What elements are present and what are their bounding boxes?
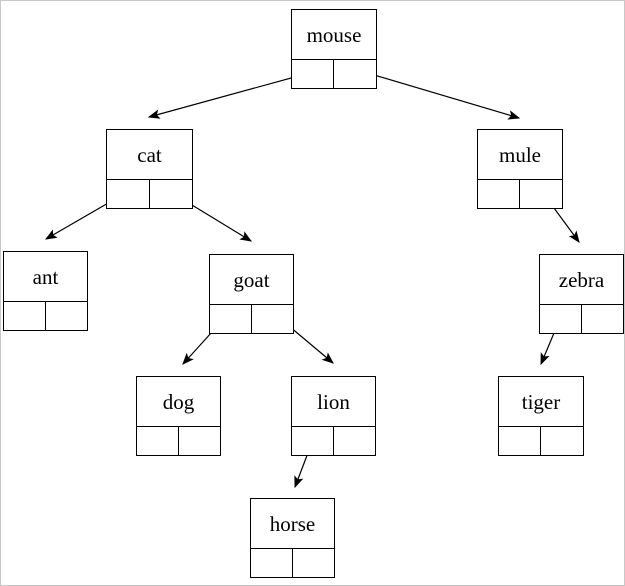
left-pointer-cell-mule[interactable]: [478, 180, 520, 209]
right-pointer-cell-dog[interactable]: [179, 427, 221, 456]
tree-node-pointers-mouse: [292, 60, 376, 89]
tree-node-label-mule: mule: [478, 130, 562, 180]
right-pointer-cell-mule[interactable]: [520, 180, 562, 209]
right-pointer-cell-zebra[interactable]: [582, 305, 624, 334]
tree-node-label-zebra: zebra: [540, 255, 623, 305]
tree-node-label-lion: lion: [292, 377, 375, 427]
left-pointer-cell-dog[interactable]: [137, 427, 179, 456]
tree-node-zebra[interactable]: zebra: [539, 254, 624, 334]
tree-node-pointers-goat: [210, 305, 293, 334]
tree-node-label-dog: dog: [137, 377, 220, 427]
left-pointer-cell-ant[interactable]: [4, 302, 46, 331]
left-pointer-cell-lion[interactable]: [292, 427, 334, 456]
tree-node-label-tiger: tiger: [499, 377, 583, 427]
tree-node-horse[interactable]: horse: [250, 498, 335, 578]
tree-node-pointers-ant: [4, 302, 87, 331]
edge-mouse-to-cat: [147, 71, 314, 119]
tree-node-label-goat: goat: [210, 255, 293, 305]
tree-node-label-horse: horse: [251, 499, 334, 549]
tree-node-ant[interactable]: ant: [3, 251, 88, 331]
right-pointer-cell-goat[interactable]: [252, 305, 294, 334]
right-pointer-cell-tiger[interactable]: [541, 427, 583, 456]
tree-node-pointers-mule: [478, 180, 562, 209]
tree-node-dog[interactable]: dog: [136, 376, 221, 456]
tree-node-cat[interactable]: cat: [106, 129, 193, 209]
tree-node-tiger[interactable]: tiger: [498, 376, 584, 456]
tree-node-label-ant: ant: [4, 252, 87, 302]
tree-node-pointers-horse: [251, 549, 334, 578]
edge-mouse-to-mule: [353, 68, 521, 120]
left-pointer-cell-horse[interactable]: [251, 549, 293, 578]
tree-node-label-mouse: mouse: [292, 10, 376, 60]
right-pointer-cell-lion[interactable]: [334, 427, 376, 456]
tree-node-label-cat: cat: [107, 130, 192, 180]
tree-node-pointers-zebra: [540, 305, 623, 334]
tree-node-pointers-cat: [107, 180, 192, 209]
right-pointer-cell-cat[interactable]: [150, 180, 193, 209]
tree-node-mouse[interactable]: mouse: [291, 9, 377, 89]
right-pointer-cell-horse[interactable]: [293, 549, 335, 578]
tree-node-pointers-lion: [292, 427, 375, 456]
left-pointer-cell-cat[interactable]: [107, 180, 150, 209]
tree-node-goat[interactable]: goat: [209, 254, 294, 334]
right-pointer-cell-ant[interactable]: [46, 302, 88, 331]
right-pointer-cell-mouse[interactable]: [334, 60, 376, 89]
tree-node-mule[interactable]: mule: [477, 129, 563, 209]
left-pointer-cell-tiger[interactable]: [499, 427, 541, 456]
left-pointer-cell-mouse[interactable]: [292, 60, 334, 89]
left-pointer-cell-goat[interactable]: [210, 305, 252, 334]
tree-node-pointers-tiger: [499, 427, 583, 456]
left-pointer-cell-zebra[interactable]: [540, 305, 582, 334]
tree-node-pointers-dog: [137, 427, 220, 456]
tree-node-lion[interactable]: lion: [291, 376, 376, 456]
